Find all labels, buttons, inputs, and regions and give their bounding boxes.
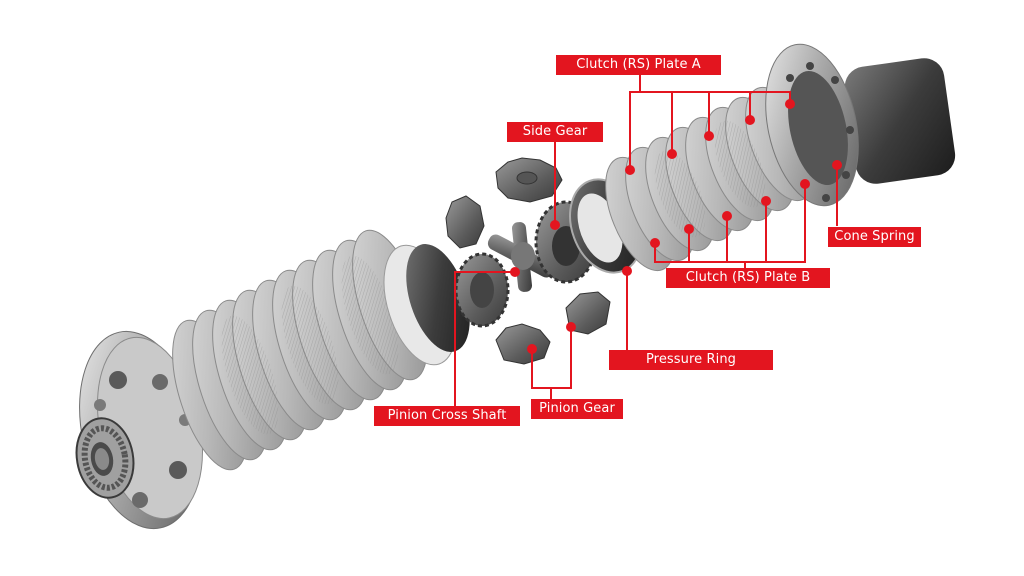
label-clutch-plate-b: Clutch (RS) Plate B <box>666 268 830 288</box>
label-cone-spring: Cone Spring <box>828 227 921 247</box>
leader-dots <box>510 99 842 354</box>
left-housing-flange <box>75 330 204 530</box>
label-pinion-cross-shaft: Pinion Cross Shaft <box>374 406 520 426</box>
pinion-gear-top <box>495 157 563 203</box>
left-pressure-ring <box>383 244 470 366</box>
left-side-gear <box>454 252 510 328</box>
label-pressure-ring: Pressure Ring <box>609 350 773 370</box>
leader-lines <box>454 70 838 406</box>
label-side-gear: Side Gear <box>507 122 603 142</box>
label-pinion-gear: Pinion Gear <box>531 399 623 419</box>
pinion-gear-left <box>445 195 485 249</box>
label-clutch-plate-a: Clutch (RS) Plate A <box>556 55 721 75</box>
pinion-gear-bottom <box>495 323 551 365</box>
